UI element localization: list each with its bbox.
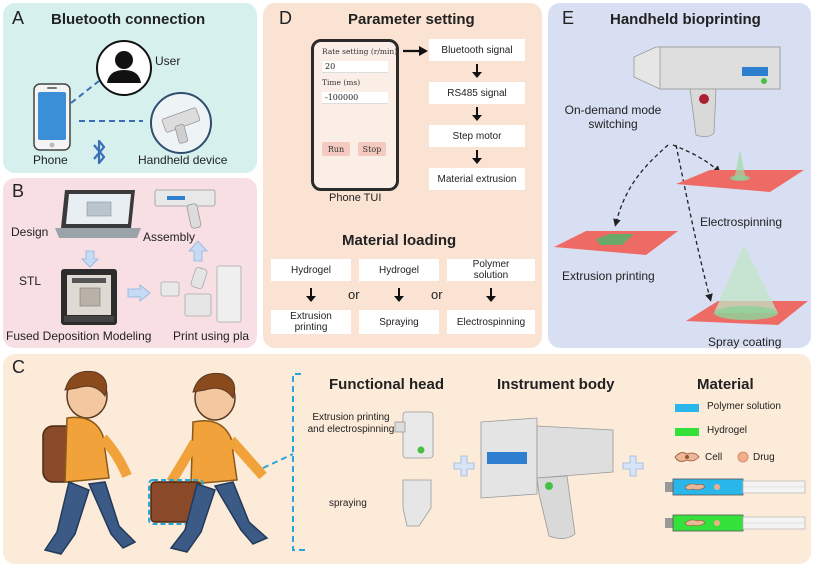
down-arrow-icon [306,288,316,302]
or-label-1: or [348,287,360,302]
legend-label-hydrogel: Hydrogel [707,425,748,436]
method-box-extrusion: Extrusion printing [271,310,351,334]
cell-icon [674,452,700,462]
functional-head-bracket [262,373,309,551]
walking-person-1-icon [42,370,137,555]
panel-letter-d: D [279,8,292,28]
user-icon [96,40,152,96]
material-box-3: Polymer solution [447,259,535,281]
or-label-2: or [431,287,443,302]
down-arrow-icon [394,288,404,302]
rate-setting-label: Rate setting (r/min) [322,47,398,56]
rate-input[interactable]: 20 [322,61,388,73]
functional-head-title: Functional head [329,376,445,393]
legend-swatch-polymer [675,404,699,412]
syringe-hydrogel-icon [665,514,806,532]
spraying-head-icon [402,479,432,527]
cell-label: Cell [705,452,723,463]
handheld-device-icon [633,46,781,137]
stl-label: STL [19,274,42,288]
panel-b-fabrication: B Design Assembly STL Fused Deposition M… [3,178,257,348]
down-arrow-icon [486,288,496,302]
design-label: Design [11,225,49,239]
fdm-label: Fused Deposition Modeling [6,329,152,343]
assembly-label: Assembly [143,230,196,244]
handheld-device-label: Handheld device [138,153,228,167]
mode-switch-arrows [613,144,721,302]
material-box-2: Hydrogel [359,259,439,281]
printed-parts-icon [160,265,242,323]
parameter-setting-title: Parameter setting [348,11,475,28]
flow-box-step-motor: Step motor [429,125,525,147]
user-label: User [155,54,181,68]
panel-letter-a: A [12,8,25,28]
panel-c-components: C Functional head Extrusion printing and… [3,354,811,564]
panel-letter-e: E [562,8,575,28]
electrospinning-substrate [676,150,804,192]
phone-tui: Rate setting (r/min) 20 Time (ms) -10000… [311,39,399,191]
legend-swatch-hydrogel [675,428,699,436]
method-box-electrospinning: Electrospinning [447,310,535,334]
head2-label: spraying [329,498,367,509]
flow-box-rs485: RS485 signal [429,82,525,104]
time-label: Time (ms) [322,78,361,87]
laptop-icon [55,190,141,238]
plus-icon [622,455,644,477]
down-arrow-icon [472,64,482,78]
material-title: Material [697,376,754,393]
head1-label: Extrusion printing and electrospinning [307,412,395,435]
print-label: Print using pla [173,329,250,343]
time-input[interactable]: -100000 [322,92,388,104]
right-arrow-icon [127,284,151,302]
panel-e-title: Handheld bioprinting [610,11,761,28]
material-box-1: Hydrogel [271,259,351,281]
run-button[interactable]: Run [322,142,350,156]
drug-icon [737,451,749,463]
plus-icon [453,455,475,477]
panel-letter-c: C [12,357,25,377]
spray-substrate [686,245,808,325]
panel-a-title: Bluetooth connection [51,11,206,28]
mode-switch-label: On-demand mode switching [564,103,662,131]
electrospinning-label: Electrospinning [700,215,783,229]
flow-box-bluetooth: Bluetooth signal [429,39,525,61]
bluetooth-icon [93,139,106,165]
stop-button[interactable]: Stop [358,142,386,156]
drug-label: Drug [753,452,775,463]
panel-d-parameters: D Parameter setting Rate setting (r/min)… [263,3,542,348]
panel-a-bluetooth: A Bluetooth connection User Phone Handhe… [3,3,257,173]
extrusion-printing-label: Extrusion printing [562,269,655,283]
legend-label-polymer: Polymer solution [707,401,781,412]
walking-person-2-icon [148,372,269,553]
printer-icon [61,269,117,325]
phone-icon [33,83,71,151]
panel-letter-b: B [12,181,25,201]
syringe-polymer-icon [665,478,806,496]
right-arrow-icon [403,46,428,56]
extrusion-substrate [554,231,678,255]
assembled-device-icon [154,189,216,229]
phone-label: Phone [33,153,68,167]
bluetooth-links [70,80,143,122]
up-arrow-icon [188,240,208,262]
flow-box-extrusion: Material extrusion [429,168,525,190]
material-loading-title: Material loading [342,232,457,249]
down-arrow-icon [472,150,482,164]
instrument-body-icon [480,417,614,539]
panel-e-bioprinting: E Handheld bioprinting On-demand mode sw… [548,3,811,349]
down-arrow-icon [81,250,99,268]
phone-tui-label: Phone TUI [329,192,382,204]
down-arrow-icon [472,107,482,121]
extrusion-head-icon [394,411,434,459]
instrument-body-title: Instrument body [497,376,615,393]
handheld-device-icon [150,92,212,154]
method-box-spraying: Spraying [359,310,439,334]
spray-coating-label: Spray coating [708,335,782,349]
